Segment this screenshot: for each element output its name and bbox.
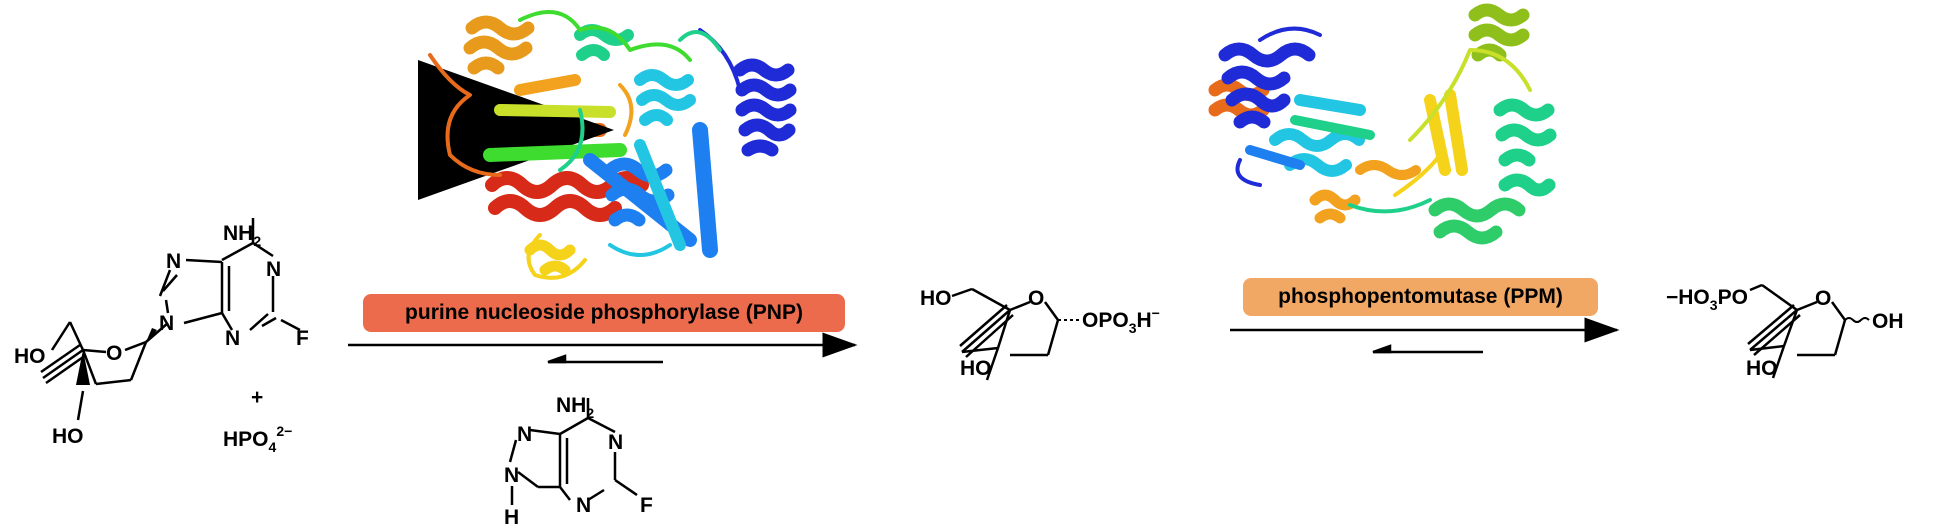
intermediate-structure: HO O OPO3H− HO xyxy=(920,287,1160,381)
equilibrium-reverse-arrow xyxy=(547,354,567,364)
n-atom: N xyxy=(159,312,174,335)
reactant-labels: NH2 N N N N F O HO HO + HPO42− xyxy=(14,222,309,455)
ring-oxygen: O xyxy=(106,342,122,365)
helix-teal xyxy=(634,69,696,126)
helix-green-top xyxy=(574,24,634,61)
reactant-structure: NH2 N N N N F O HO HO + HPO42− xyxy=(14,218,309,455)
pnp-enzyme-label: purine nucleoside phosphorylase (PNP) xyxy=(363,294,845,332)
helix-green-right xyxy=(1493,98,1557,197)
hydroxy-label: HO xyxy=(960,357,992,380)
plus-sign: + xyxy=(251,386,263,409)
phosphate-ester-label: OPO3H− xyxy=(1082,305,1160,336)
phosphate-label: HPO42− xyxy=(223,423,292,455)
helix-yellow xyxy=(524,239,576,276)
anomeric-hydroxy-label: OH xyxy=(1872,310,1904,333)
ppm-enzyme-label: phosphopentomutase (PPM) xyxy=(1243,278,1598,316)
n-atom: N xyxy=(517,423,532,446)
helix-blue xyxy=(733,58,797,157)
nh-atom: N xyxy=(504,464,519,487)
product-structure: −HO3PO O OH HO xyxy=(1666,283,1904,380)
protein-ribbon-pnp xyxy=(418,10,797,280)
byproduct-structure: NH2 N N N N H F xyxy=(504,394,653,529)
helix-blue xyxy=(1218,42,1316,129)
fluorine-label: F xyxy=(640,494,653,517)
n-atom: N xyxy=(266,258,281,281)
hydroxymethyl-label: HO xyxy=(920,287,952,310)
hydroxy-label: HO xyxy=(52,425,84,448)
helix-green-lower xyxy=(1428,197,1526,245)
nh2-label: NH2 xyxy=(556,394,594,421)
protein-ribbon-ppm xyxy=(1208,3,1557,245)
nh2-label: NH2 xyxy=(223,222,261,249)
equilibrium-arrows-pnp xyxy=(348,332,858,364)
hydroxy-label: HO xyxy=(1746,357,1778,380)
equilibrium-reverse-arrow xyxy=(1372,344,1392,354)
ring-oxygen: O xyxy=(1028,287,1044,310)
n-atom: N xyxy=(225,327,240,350)
hydroxymethyl-label: HO xyxy=(14,345,46,368)
helix-orange-top xyxy=(463,15,535,75)
fluorine-label: F xyxy=(296,327,309,350)
ring-oxygen: O xyxy=(1815,287,1831,310)
equilibrium-arrows-ppm xyxy=(1230,317,1620,354)
helix-olive-top xyxy=(1468,3,1530,62)
h-atom: H xyxy=(504,506,519,529)
n-atom: N xyxy=(166,250,181,273)
n-atom: N xyxy=(608,431,623,454)
phosphate-ester-label: −HO3PO xyxy=(1666,286,1748,313)
n-atom: N xyxy=(576,494,591,517)
